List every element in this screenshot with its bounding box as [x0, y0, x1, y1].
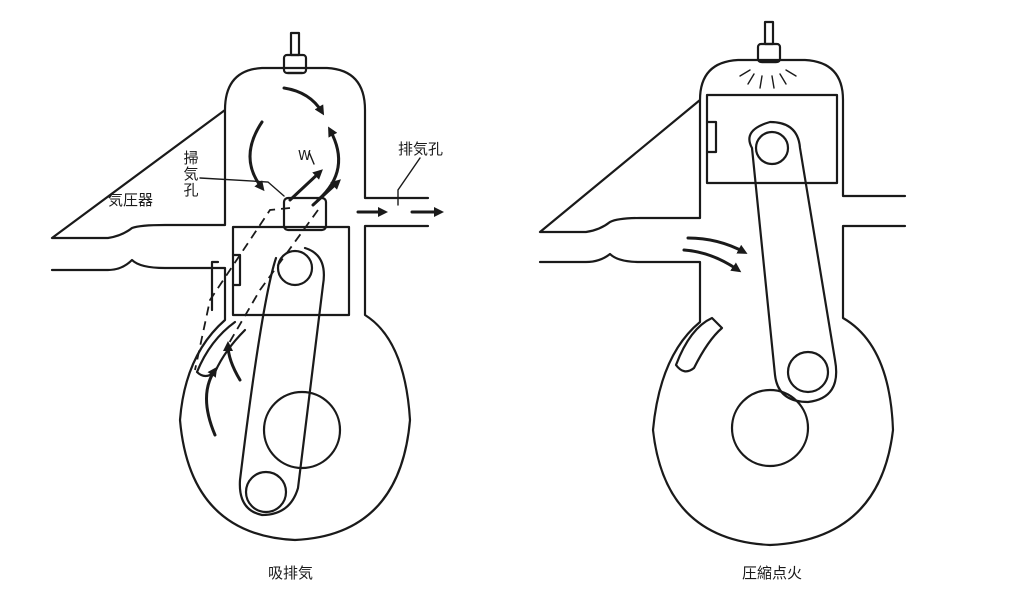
swirl-arrow-top [282, 86, 325, 116]
left-scavenge-dash-2 [224, 209, 319, 351]
flow-arrow-up-1 [288, 169, 323, 202]
flow-arrow-up-2 [311, 179, 341, 207]
left-spark-plug [282, 31, 308, 75]
caption-right: 圧縮点火 [742, 564, 803, 582]
label-sokiko: 掃気孔 [183, 149, 199, 199]
left-scavenge-dash-1 [194, 207, 291, 371]
right-engine-body [538, 58, 907, 547]
right-crank-web [730, 388, 810, 468]
left-engine [50, 31, 444, 542]
leader-w [308, 151, 315, 165]
right-intake-arrow-2 [682, 248, 742, 273]
ignition-rays [739, 69, 797, 89]
label-kiatsuki: 気圧器 [108, 191, 154, 209]
right-connecting-rod [748, 120, 838, 404]
left-engine-body [50, 66, 430, 542]
intake-arrow-1 [205, 366, 218, 437]
left-piston [231, 196, 351, 317]
intake-arrow-2 [223, 341, 242, 382]
left-transfer-channel [210, 260, 220, 312]
caption-left: 吸排気 [268, 564, 314, 582]
label-haikiko: 排気孔 [398, 140, 444, 158]
left-connecting-rod [238, 246, 325, 517]
left-crank-web [262, 390, 342, 470]
right-transfer-port [674, 316, 724, 373]
right-intake-arrow-1 [686, 236, 748, 254]
label-w: W [298, 149, 311, 164]
leader-haikiko [397, 157, 421, 206]
swirl-arrow-left [248, 120, 265, 192]
right-piston [705, 93, 839, 185]
leader-sokiko [199, 177, 285, 197]
right-engine [538, 20, 907, 547]
left-transfer-port [195, 320, 247, 378]
right-spark-plug [756, 20, 782, 64]
